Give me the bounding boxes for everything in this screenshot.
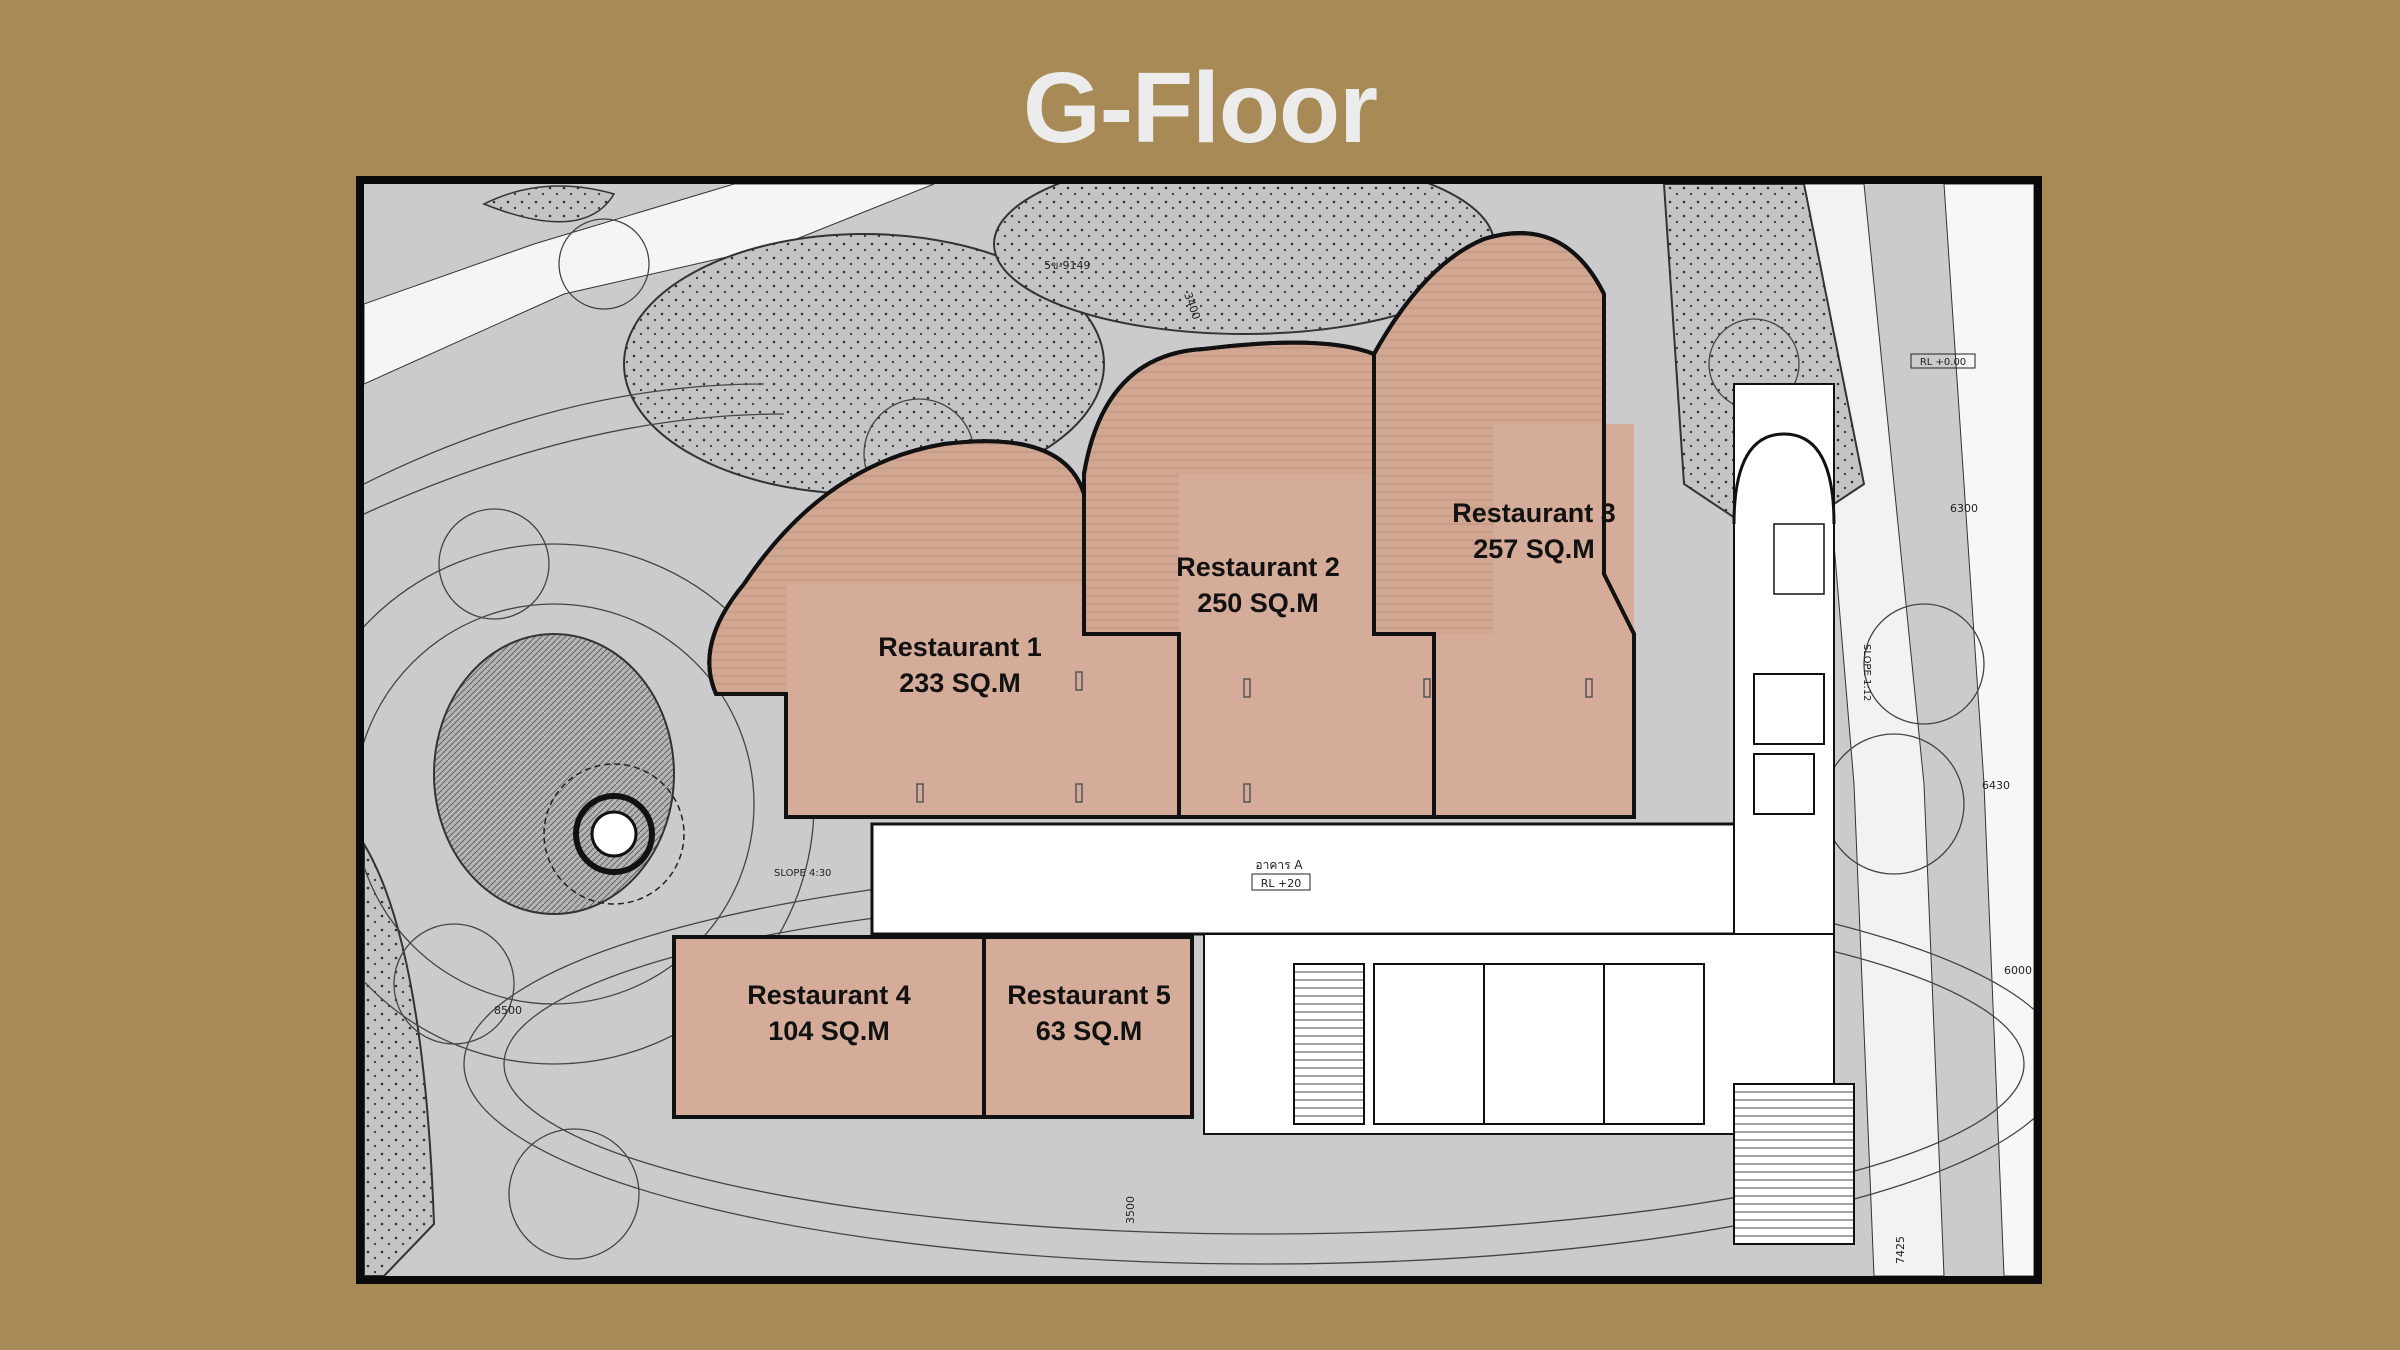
restaurant-5-area-label: 63 SQ.M [1036,1016,1143,1046]
restaurant-1-name: Restaurant 1 [878,632,1042,662]
plan-annotations: อาคาร A RL +20 RL +0.00 SLOPE 4:30 SLOPE… [494,259,2032,1264]
dim-8500: 8500 [494,1004,522,1017]
structural-columns [916,671,1593,803]
restaurant-3-name: Restaurant 3 [1452,498,1616,528]
building-name: อาคาร A [1255,858,1303,872]
restaurant-3-area-label: 257 SQ.M [1473,534,1595,564]
site-plan-drawing: Restaurant 1 233 SQ.M Restaurant 2 250 S… [364,184,2034,1276]
building-level: RL +20 [1261,877,1301,890]
dim-6300: 6300 [1950,502,1978,515]
slope-left: SLOPE 4:30 [774,868,831,879]
restaurant-1-area-label: 233 SQ.M [899,668,1021,698]
page-title: G-Floor [1022,52,1378,164]
corridor-building [870,383,1855,1245]
plate-number: 5ข-9149 [1044,259,1090,272]
road-level: RL +0.00 [1920,357,1966,368]
restaurant-2-name: Restaurant 2 [1176,552,1340,582]
floor-plan: Restaurant 1 233 SQ.M Restaurant 2 250 S… [356,176,2042,1284]
restaurant-units [672,231,1636,1119]
restaurant-4-name: Restaurant 4 [747,980,911,1010]
dim-3500: 3500 [1124,1196,1137,1224]
dim-6430: 6430 [1982,779,2010,792]
dim-6000: 6000 [2004,964,2032,977]
feature-tree [543,763,685,905]
dim-7425: 7425 [1894,1236,1907,1264]
restaurant-2-area-label: 250 SQ.M [1197,588,1319,618]
restaurant-5-area [982,935,1194,1119]
restaurant-5-name: Restaurant 5 [1007,980,1171,1010]
restaurant-4-area-label: 104 SQ.M [768,1016,890,1046]
unit-labels: Restaurant 1 233 SQ.M Restaurant 2 250 S… [747,498,1616,1046]
slope-right: SLOPE 1:12 [1861,644,1872,701]
